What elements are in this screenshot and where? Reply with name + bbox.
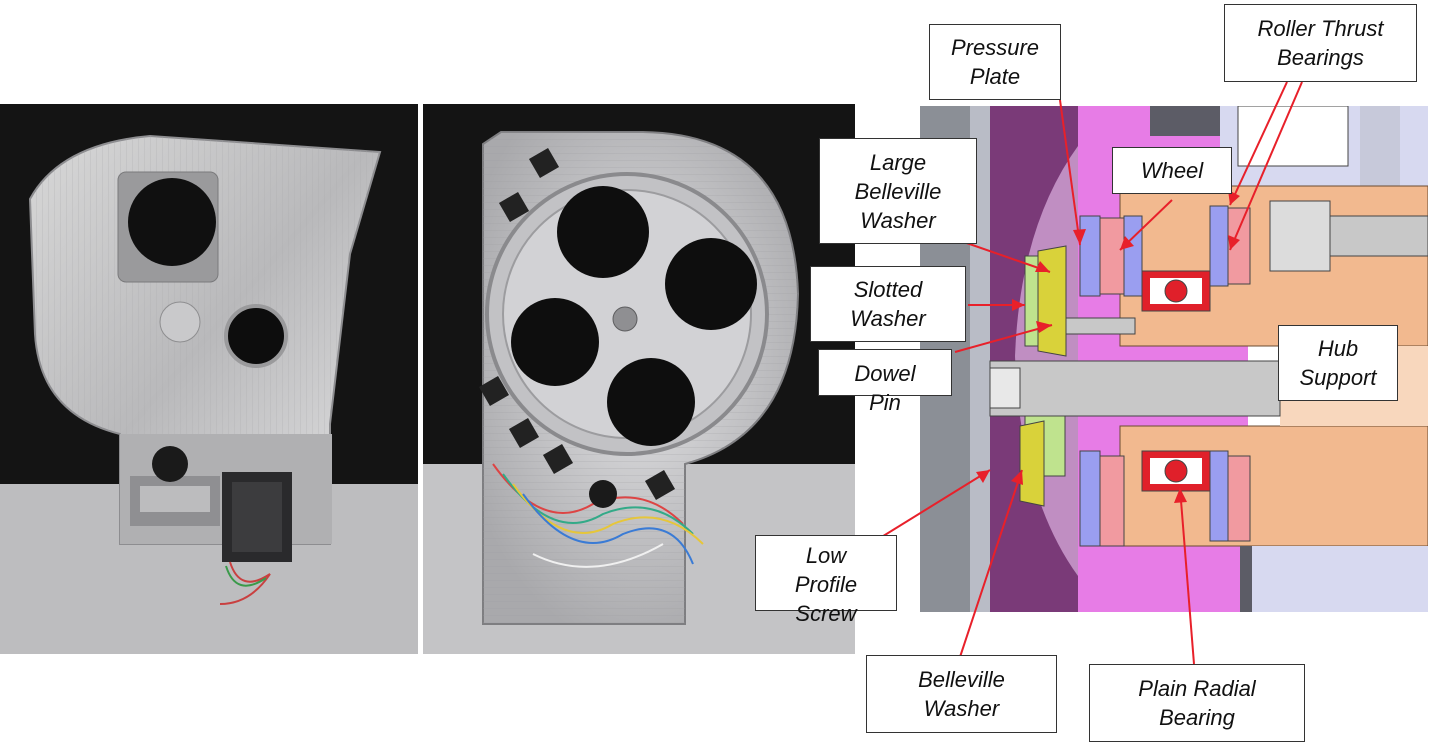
label-hub-support: Hub Support	[1278, 325, 1398, 401]
screw-shape	[989, 360, 1281, 417]
label-roller-thrust-bearings: Roller Thrust Bearings	[1224, 4, 1417, 82]
bearing-ball	[1164, 279, 1188, 303]
label-wheel: Wheel	[1112, 147, 1232, 194]
label-slotted-washer: Slotted Washer	[810, 266, 966, 342]
label-belleville-washer: Belleville Washer	[866, 655, 1057, 733]
thrust-bearing-shape	[1099, 217, 1125, 295]
cross-section-render	[920, 106, 1428, 612]
photo-plate-front	[0, 104, 418, 654]
label-large-belleville-washer: Large Belleville Washer	[819, 138, 977, 244]
label-pressure-plate: Pressure Plate	[929, 24, 1061, 100]
label-dowel-pin: Dowel Pin	[818, 349, 952, 415]
label-plain-radial-bearing: Plain Radial Bearing	[1089, 664, 1305, 742]
label-low-profile-screw: Low Profile Screw	[755, 535, 897, 626]
